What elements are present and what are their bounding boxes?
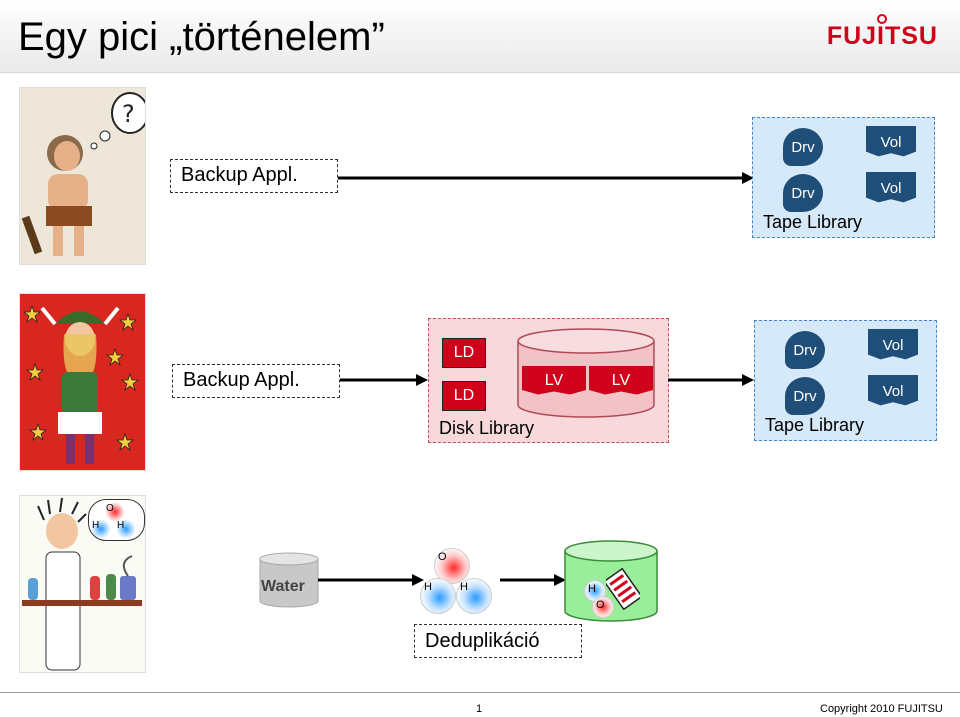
logo-infinity-icon — [876, 14, 887, 24]
water-container-icon — [259, 552, 319, 608]
hydrogen-atom: H — [456, 578, 492, 614]
bubble-atom-o: O — [106, 503, 124, 521]
bubble-atom-h: H — [92, 520, 110, 538]
slide-title: Egy pici „történelem” — [18, 15, 385, 59]
viking-illustration — [19, 293, 146, 471]
stored-oxygen-atom: O — [592, 596, 614, 618]
logical-disk-icon: LD — [442, 381, 486, 411]
volume-icon: Vol — [868, 375, 918, 406]
viking-drawing — [22, 304, 140, 464]
logical-volume-icon: LV — [522, 366, 586, 395]
tape-library-box: Drv Drv Vol Vol Tape Library — [752, 117, 935, 238]
scientist-illustration: O H H — [19, 495, 146, 673]
bubble-atom-h: H — [117, 520, 135, 538]
row2-arrow-2 — [668, 374, 754, 386]
deduplication-box: Deduplikáció — [414, 624, 582, 658]
footer-divider — [0, 692, 960, 693]
logical-volume-icon: LV — [589, 366, 653, 395]
fujitsu-logo: FUJITSU — [827, 14, 938, 51]
tape-library-box: Drv Drv Vol Vol Tape Library — [754, 320, 937, 441]
hydrogen-atom: H — [420, 578, 456, 614]
row3-arrow-1 — [318, 574, 424, 586]
volume-icon: Vol — [866, 172, 916, 203]
backup-appl-box: Backup Appl. — [172, 364, 340, 398]
caveman-illustration: ? — [19, 87, 146, 265]
logical-disk-icon: LD — [442, 338, 486, 368]
volume-icon: Vol — [866, 126, 916, 157]
drive-icon: Drv — [785, 377, 825, 415]
slide-header — [0, 0, 960, 73]
scientist-drawing — [22, 497, 142, 671]
backup-appl-label: Backup Appl. — [181, 164, 298, 186]
disk-library-box: LD LD LV LV Disk Library — [428, 318, 669, 443]
drive-icon: Drv — [783, 174, 823, 212]
disk-library-label: Disk Library — [439, 418, 535, 438]
drive-icon: Drv — [783, 128, 823, 166]
disk-cylinder-icon — [517, 328, 655, 418]
volume-icon: Vol — [868, 329, 918, 360]
svg-text:?: ? — [122, 100, 135, 128]
backup-appl-label: Backup Appl. — [183, 369, 300, 391]
deduplication-label: Deduplikáció — [425, 630, 540, 652]
row3-arrow-2 — [500, 574, 566, 586]
row2-arrow-1 — [340, 374, 428, 386]
tape-library-label: Tape Library — [763, 212, 863, 232]
tape-library-label: Tape Library — [765, 415, 865, 435]
striped-tag-icon — [606, 568, 640, 610]
caveman-drawing: ? — [21, 92, 145, 256]
page-number: 1 — [476, 703, 483, 715]
row1-arrow — [338, 172, 754, 184]
drive-icon: Drv — [785, 331, 825, 369]
copyright-text: Copyright 2010 FUJITSU — [820, 703, 943, 715]
backup-appl-box: Backup Appl. — [170, 159, 338, 193]
water-label: Water — [261, 578, 305, 595]
